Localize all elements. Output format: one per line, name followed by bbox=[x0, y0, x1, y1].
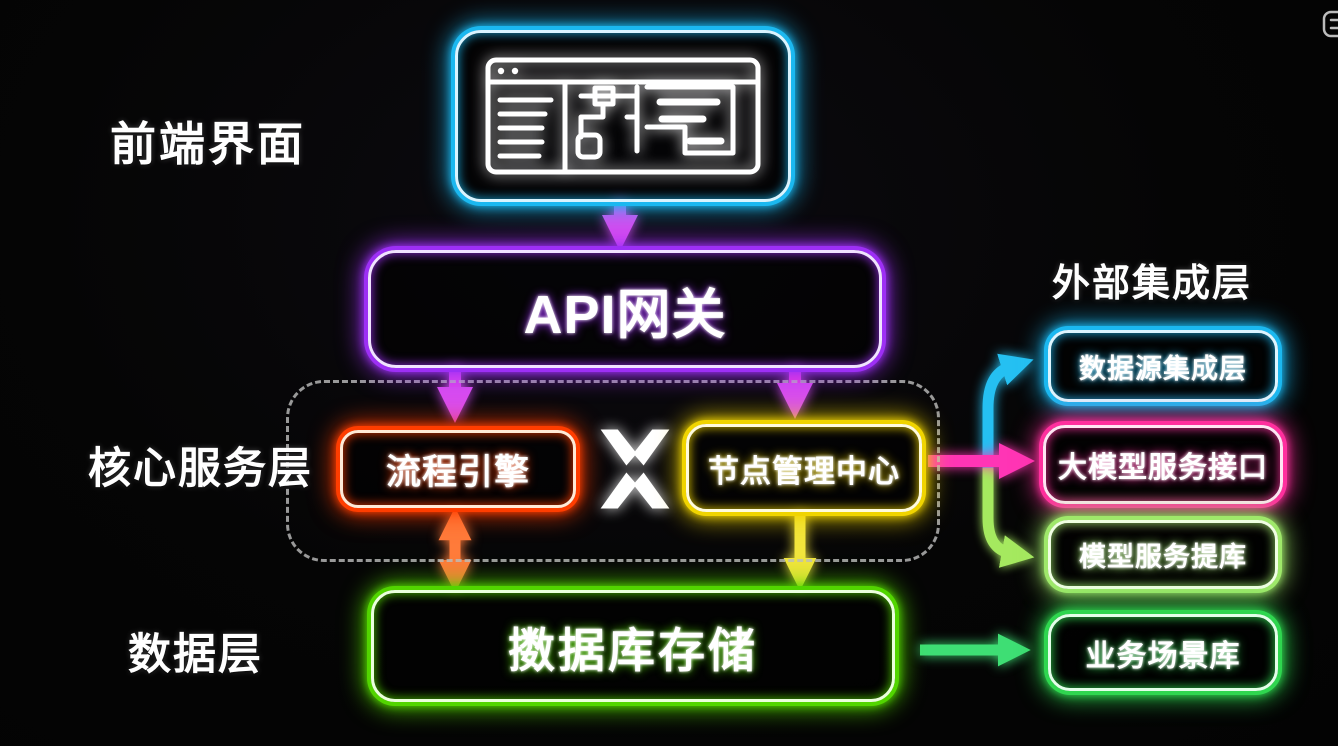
frontend-node bbox=[455, 30, 791, 202]
node-management-node: 节点管理中心 bbox=[686, 424, 922, 512]
llm-service-interface-label: 大模型服务接口 bbox=[1057, 451, 1268, 484]
api-gateway-node: API网关 bbox=[368, 250, 882, 368]
corner-logo-icon bbox=[1322, 10, 1338, 38]
database-storage-label: 擞据库存储 bbox=[508, 623, 758, 677]
process-engine-node: 流程引擎 bbox=[340, 430, 576, 508]
business-scenario-repo-label: 业务场景库 bbox=[1085, 639, 1241, 673]
layer-label-data: 数据层 bbox=[128, 631, 263, 679]
layer-label-core-service: 核心服务层 bbox=[88, 445, 313, 493]
model-service-repo-label: 模型服务提库 bbox=[1079, 542, 1247, 572]
data-source-integration-node: 数据源集成层 bbox=[1048, 330, 1278, 402]
x-cross-icon bbox=[600, 429, 670, 509]
model-service-repo-node: 模型服务提库 bbox=[1048, 520, 1278, 589]
core-service-layer-region bbox=[286, 380, 940, 562]
layer-label-frontend: 前端界面 bbox=[110, 118, 306, 170]
business-scenario-repo-node: 业务场景库 bbox=[1048, 614, 1278, 691]
api-gateway-label: API网关 bbox=[523, 284, 727, 345]
arrow-branch-to-data-source bbox=[982, 353, 1034, 468]
database-storage-node: 擞据库存储 bbox=[371, 590, 895, 702]
llm-service-interface-node: 大模型服务接口 bbox=[1043, 425, 1283, 504]
browser-window-icon bbox=[485, 57, 761, 175]
node-management-label: 节点管理中心 bbox=[708, 453, 900, 489]
layer-label-external-integration: 外部集成层 bbox=[1052, 263, 1253, 305]
data-source-integration-label: 数据源集成层 bbox=[1079, 353, 1247, 384]
process-engine-label: 流程引擎 bbox=[385, 452, 530, 492]
arrow-branch-to-model-repo bbox=[982, 468, 1035, 568]
